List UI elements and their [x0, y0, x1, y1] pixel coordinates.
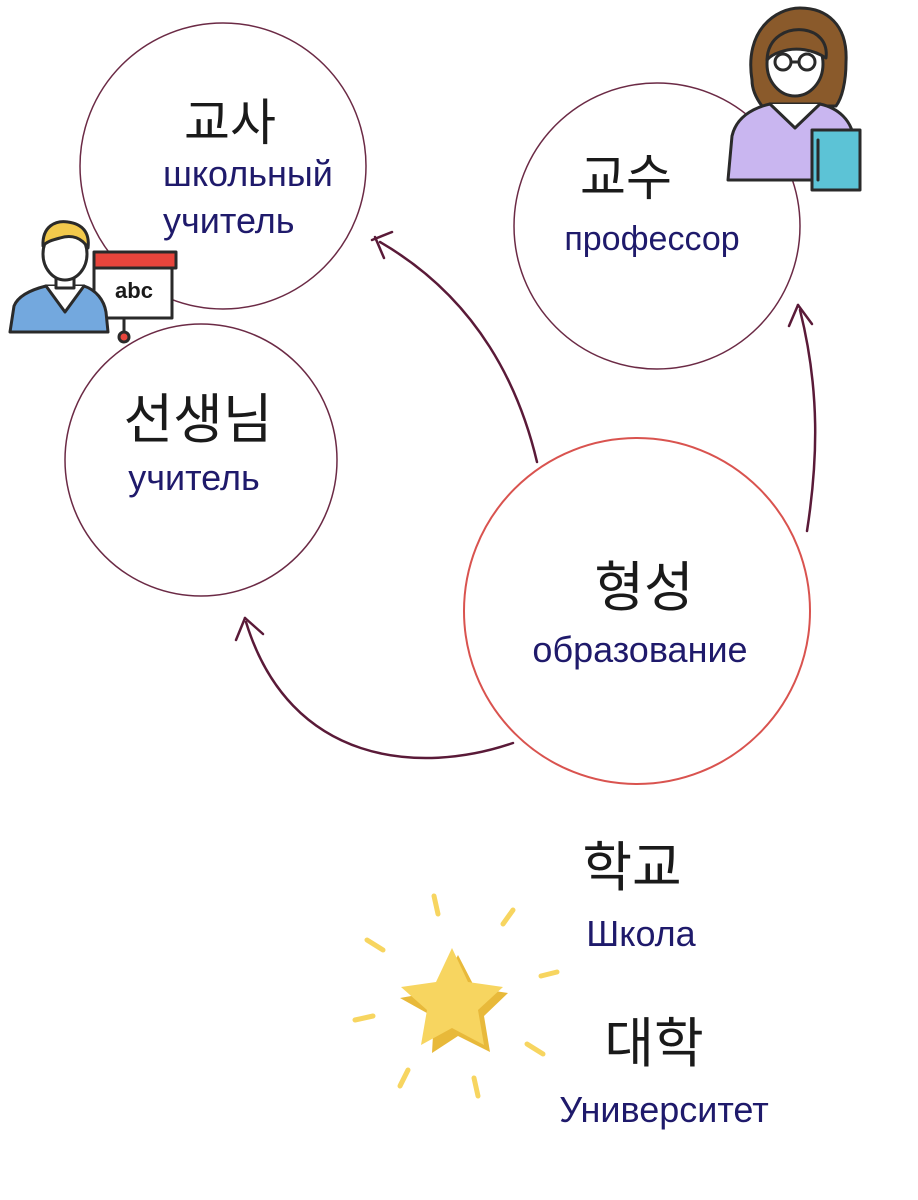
professor-illustration-icon: [726, 6, 862, 192]
node-teacher-school-russian-line1: школьный: [163, 153, 333, 194]
extra-school-korean: 학교: [582, 836, 681, 899]
circle-professor: [513, 82, 801, 370]
arrow-to-professor: [787, 303, 817, 533]
node-teacher-school-korean: 교사: [184, 94, 276, 152]
arrow-to-teacher-school: [370, 230, 539, 464]
node-professor-korean: 교수: [580, 149, 672, 207]
node-teacher-school-russian-line2: учитель: [163, 200, 295, 241]
circle-teacher: [64, 323, 338, 597]
board-text: abc: [115, 278, 153, 303]
node-teacher-russian: учитель: [128, 457, 260, 498]
node-education-russian: образование: [532, 629, 747, 670]
extra-university-russian: Университет: [559, 1089, 769, 1130]
star-icon: [352, 893, 560, 1099]
extra-university-korean: 대학: [604, 1012, 703, 1075]
teacher-illustration-icon: [8, 220, 178, 344]
arrow-to-teacher: [234, 616, 515, 760]
circle-teacher-school: [79, 22, 367, 310]
node-education-korean: 형성: [594, 556, 693, 619]
node-professor-russian: профессор: [564, 220, 739, 258]
extra-school-russian: Школа: [586, 913, 696, 954]
circle-education: [463, 437, 811, 785]
node-teacher-korean: 선생님: [123, 388, 272, 451]
